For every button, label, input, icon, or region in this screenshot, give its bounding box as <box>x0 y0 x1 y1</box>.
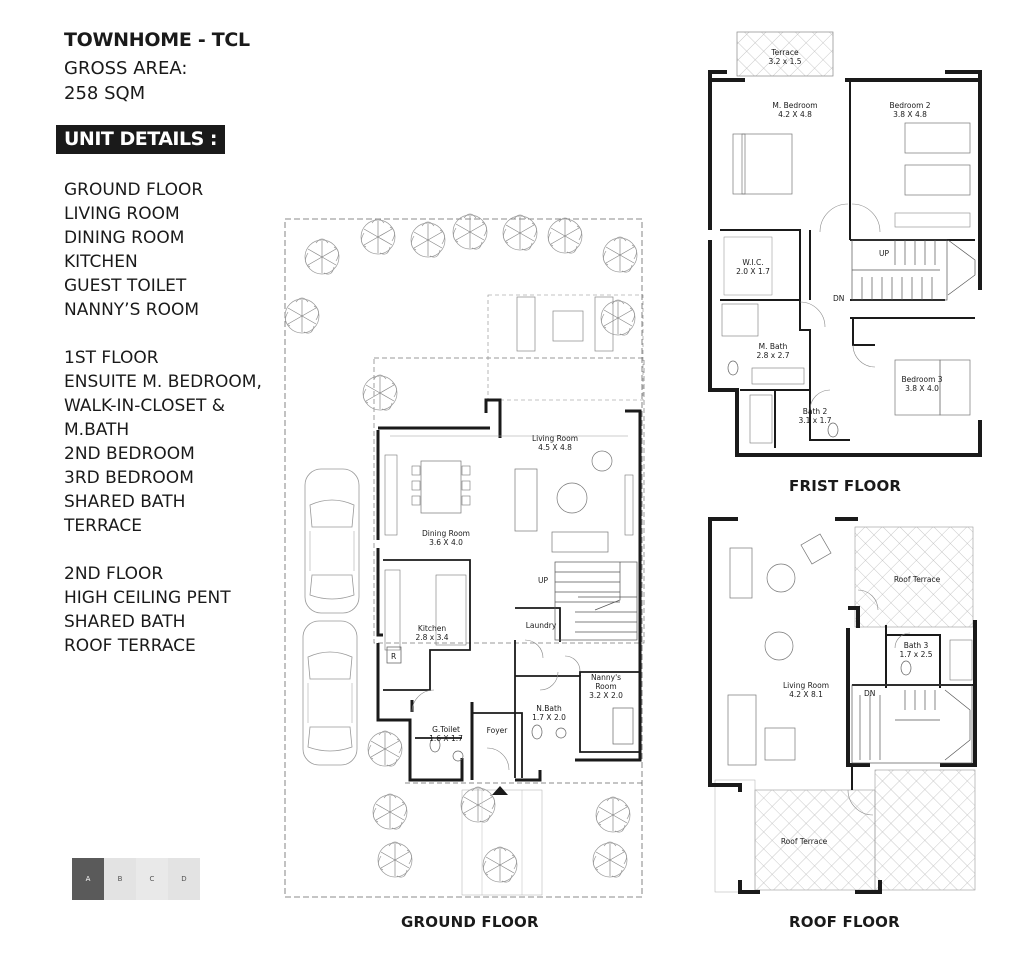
stair-down-label: DN <box>864 689 875 698</box>
room-label-laundry: Laundry <box>526 621 557 630</box>
details-item: NANNY’S ROOM <box>64 300 200 320</box>
details-heading: 2ND FLOOR <box>64 564 164 584</box>
gross-area-label: GROSS AREA: <box>64 58 188 79</box>
details-item: LIVING ROOM <box>64 204 180 224</box>
second-floor-details: 2ND FLOOR HIGH CEILING PENT SHARED BATH … <box>64 562 231 658</box>
unit-d-button[interactable]: D <box>168 858 200 900</box>
caption-roof-floor: ROOF FLOOR <box>789 913 900 931</box>
gross-area-value: 258 SQM <box>64 83 146 104</box>
details-item: KITCHEN <box>64 252 138 272</box>
room-label-roof-terrace-top: Roof Terrace <box>894 575 941 584</box>
stair-down-label: DN <box>833 294 844 303</box>
details-item: HIGH CEILING PENT <box>64 588 231 608</box>
details-item: M.BATH <box>64 420 130 440</box>
unit-details-badge: UNIT DETAILS : <box>56 125 225 154</box>
details-item: ENSUITE M. BEDROOM, <box>64 372 262 392</box>
room-label-wic: W.I.C.2.0 X 1.7 <box>736 258 770 276</box>
gross-area: GROSS AREA: 258 SQM <box>64 56 187 106</box>
details-heading: 1ST FLOOR <box>64 348 159 368</box>
details-item: DINING ROOM <box>64 228 185 248</box>
details-item: SHARED BATH <box>64 612 186 632</box>
caption-first-floor: FRIST FLOOR <box>789 477 902 495</box>
stair-up-label: UP <box>538 576 548 585</box>
unit-title: TOWNHOME - TCL <box>64 29 250 51</box>
unit-b-button[interactable]: B <box>104 858 136 900</box>
unit-a-button[interactable]: A <box>72 858 104 900</box>
room-label-roof-terrace-bottom: Roof Terrace <box>781 837 828 846</box>
details-item: WALK-IN-CLOSET & <box>64 396 226 416</box>
unit-selector: A B C D <box>72 858 200 900</box>
unit-c-button[interactable]: C <box>136 858 168 900</box>
ground-floor-details: GROUND FLOOR LIVING ROOM DINING ROOM KIT… <box>64 178 203 322</box>
details-heading: GROUND FLOOR <box>64 180 204 200</box>
details-item: 3RD BEDROOM <box>64 468 194 488</box>
details-item: ROOF TERRACE <box>64 636 196 656</box>
caption-ground-floor: GROUND FLOOR <box>401 913 539 931</box>
details-item: GUEST TOILET <box>64 276 187 296</box>
room-label-foyer: Foyer <box>487 726 509 735</box>
details-item: 2ND BEDROOM <box>64 444 195 464</box>
fridge-label: R <box>391 652 396 661</box>
stair-up-label: UP <box>879 249 889 258</box>
details-item: TERRACE <box>64 516 143 536</box>
first-floor-details: 1ST FLOOR ENSUITE M. BEDROOM, WALK-IN-CL… <box>64 346 262 538</box>
details-item: SHARED BATH <box>64 492 186 512</box>
